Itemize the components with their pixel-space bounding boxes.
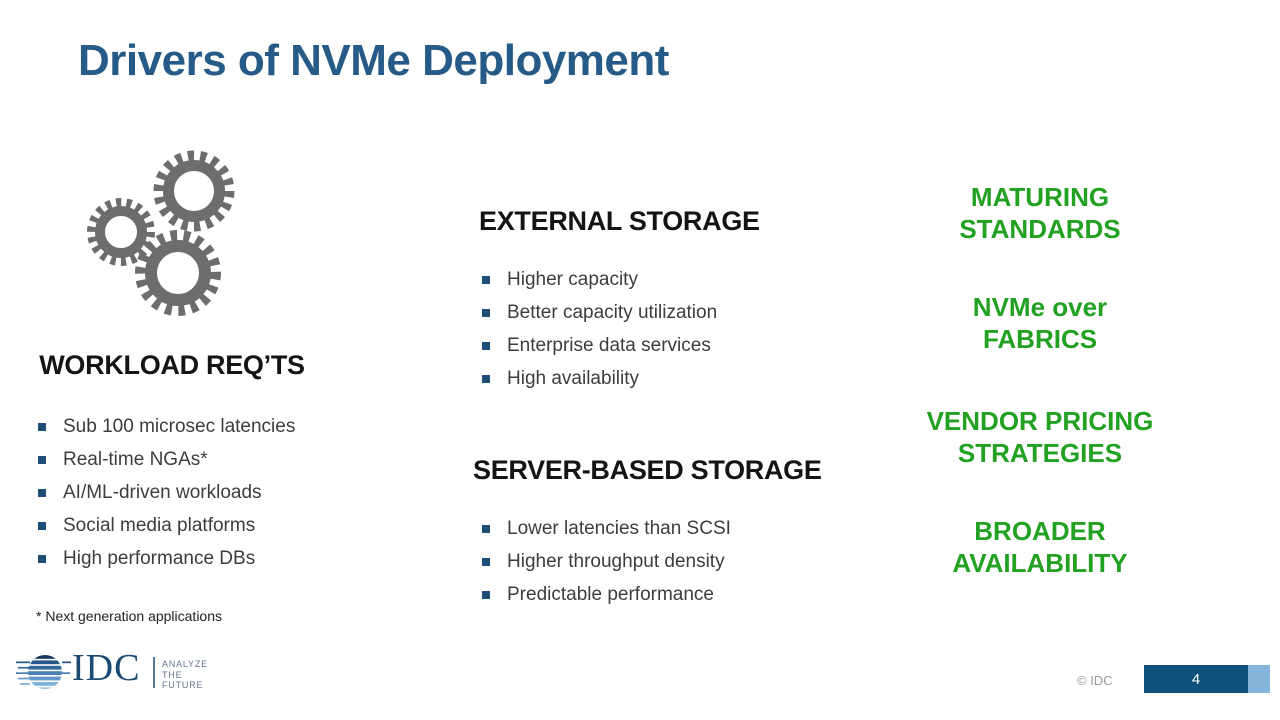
driver-maturing-standards: MATURING STANDARDS bbox=[959, 182, 1121, 244]
bullet-text: Higher capacity bbox=[507, 269, 638, 290]
bullet-text: Enterprise data services bbox=[507, 335, 711, 356]
idc-logo-wordmark: IDC bbox=[72, 647, 141, 689]
bullet-text: Higher throughput density bbox=[507, 551, 725, 572]
bullet-text: Lower latencies than SCSI bbox=[507, 518, 731, 539]
bullet-square-icon bbox=[482, 558, 490, 566]
bullet-text: Better capacity utilization bbox=[507, 302, 718, 323]
list-item: High performance DBs bbox=[38, 548, 295, 569]
page-number-bar: 4 bbox=[1144, 665, 1270, 693]
workload-heading: WORKLOAD REQ’TS bbox=[39, 350, 305, 380]
list-item: High availability bbox=[482, 368, 717, 389]
bullet-square-icon bbox=[38, 522, 46, 530]
list-item: Predictable performance bbox=[482, 584, 731, 605]
bullet-text: High availability bbox=[507, 368, 640, 389]
bullet-square-icon bbox=[482, 342, 490, 350]
idc-logo-tagline: ANALYZE THE FUTURE bbox=[162, 659, 208, 690]
bullet-square-icon bbox=[38, 489, 46, 497]
bullet-text: High performance DBs bbox=[63, 548, 256, 569]
bullet-square-icon bbox=[482, 276, 490, 284]
list-item: Better capacity utilization bbox=[482, 302, 718, 323]
bullet-square-icon bbox=[482, 525, 490, 533]
logo-divider bbox=[153, 657, 155, 688]
list-item: AI/ML-driven workloads bbox=[38, 482, 295, 503]
copyright: © IDC bbox=[1077, 673, 1113, 688]
driver-vendor-pricing: VENDOR PRICING STRATEGIES bbox=[926, 406, 1154, 468]
workload-list: Sub 100 microsec latencies Real-time NGA… bbox=[38, 416, 296, 582]
external-storage-heading: EXTERNAL STORAGE bbox=[479, 206, 760, 236]
list-item: Real-time NGAs* bbox=[38, 449, 295, 470]
footnote: * Next generation applications bbox=[36, 608, 223, 624]
idc-globe-icon bbox=[16, 655, 71, 689]
list-item: Lower latencies than SCSI bbox=[482, 518, 731, 539]
page-title: Drivers of NVMe Deployment bbox=[78, 36, 669, 85]
list-item: Social media platforms bbox=[38, 515, 295, 536]
bullet-text: Real-time NGAs* bbox=[63, 449, 208, 470]
bullet-text: Social media platforms bbox=[63, 515, 256, 536]
server-storage-heading: SERVER-BASED STORAGE bbox=[473, 455, 822, 485]
bullet-square-icon bbox=[38, 555, 46, 563]
list-item: Higher throughput density bbox=[482, 551, 731, 572]
bullet-text: Predictable performance bbox=[507, 584, 714, 605]
driver-nvme-over-fabrics: NVMe over FABRICS bbox=[972, 292, 1108, 354]
bullet-square-icon bbox=[38, 456, 46, 464]
list-item: Higher capacity bbox=[482, 269, 717, 290]
bullet-square-icon bbox=[38, 423, 46, 431]
bullet-square-icon bbox=[482, 591, 490, 599]
bullet-square-icon bbox=[482, 309, 490, 317]
list-item: Sub 100 microsec latencies bbox=[38, 416, 296, 437]
list-item: Enterprise data services bbox=[482, 335, 717, 356]
external-storage-list: Higher capacity Better capacity utilizat… bbox=[482, 269, 718, 402]
bullet-text: AI/ML-driven workloads bbox=[63, 482, 262, 503]
bullet-text: Sub 100 microsec latencies bbox=[63, 416, 296, 437]
page-number: 4 bbox=[1144, 665, 1248, 693]
driver-broader-availability: BROADER AVAILABILITY bbox=[952, 516, 1128, 578]
server-storage-list: Lower latencies than SCSI Higher through… bbox=[482, 518, 731, 618]
bullet-square-icon bbox=[482, 375, 490, 383]
page-bar-accent bbox=[1248, 665, 1270, 693]
gears-icon bbox=[87, 150, 235, 316]
